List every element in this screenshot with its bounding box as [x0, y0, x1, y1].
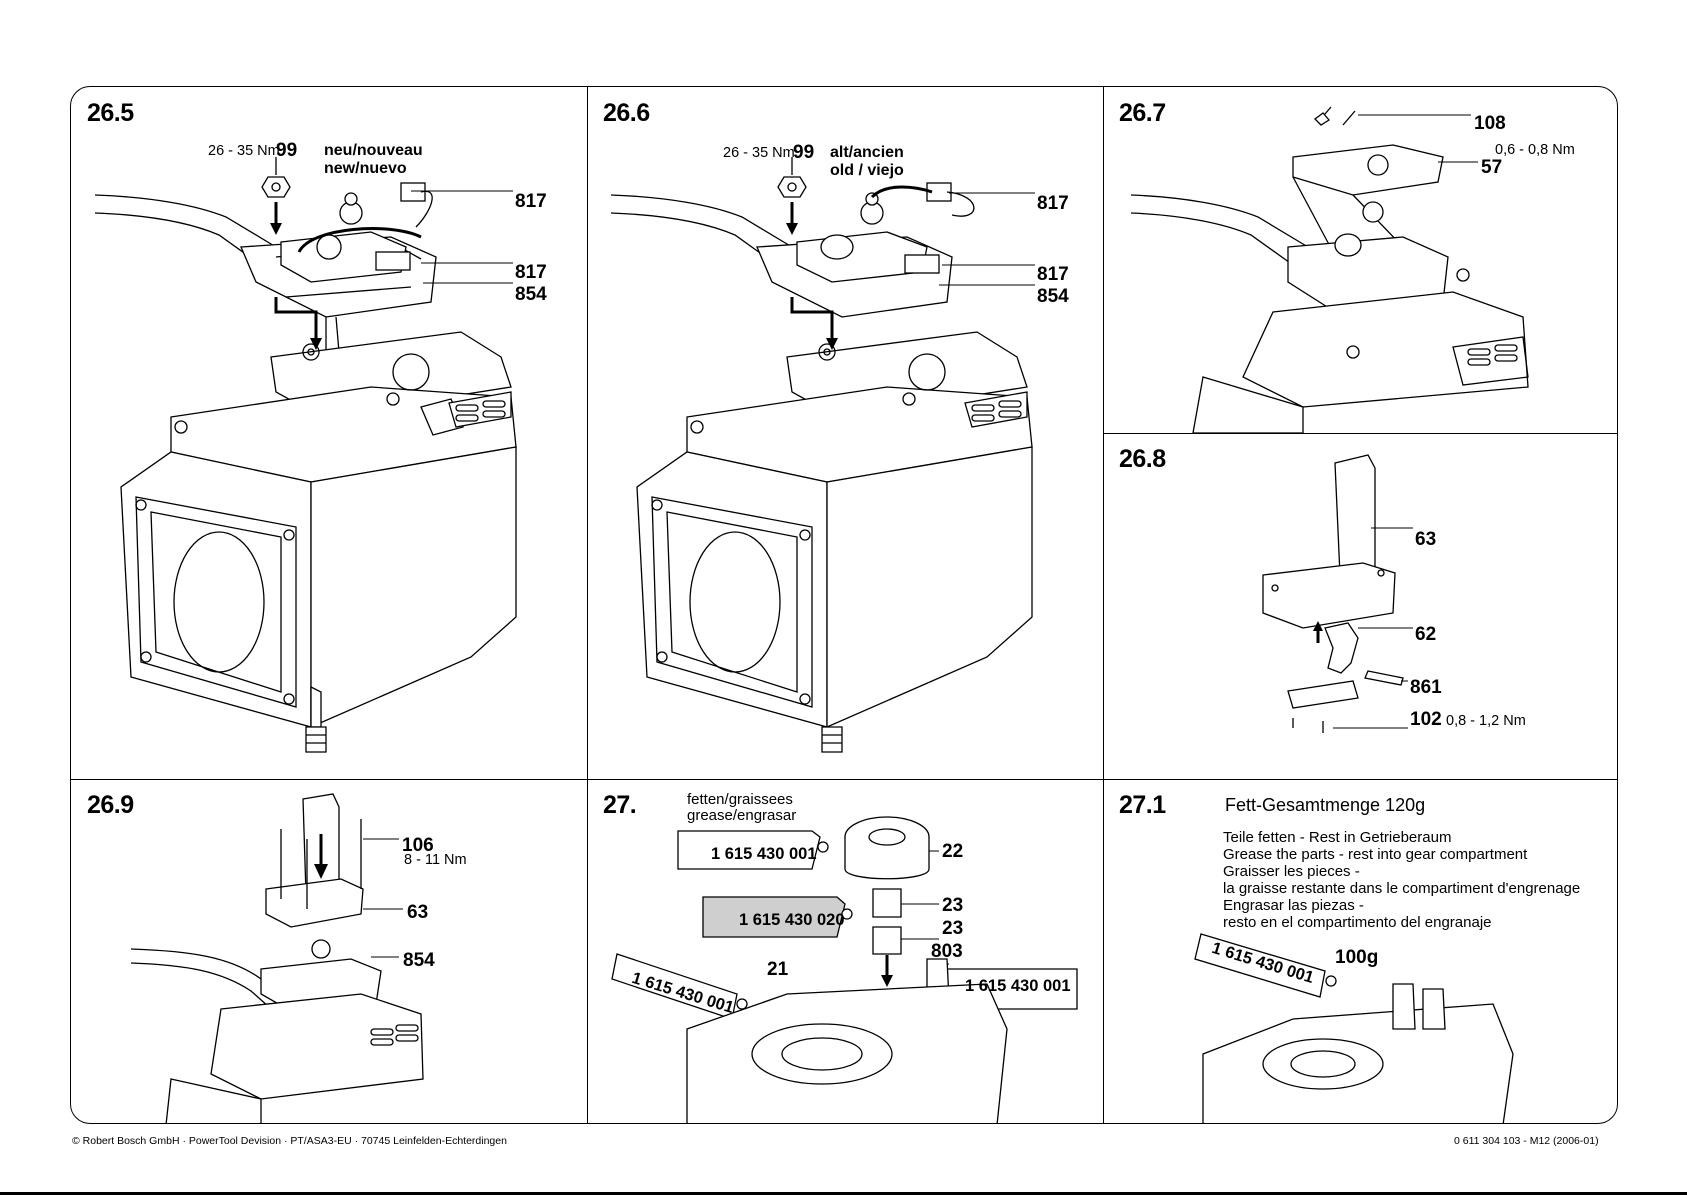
torque-label: 26 - 35 Nm	[723, 145, 795, 161]
torque-label: 0,6 - 0,8 Nm	[1495, 142, 1575, 158]
grease-tube-1-label: 1 615 430 001	[711, 845, 817, 863]
part-number-106: 106	[402, 835, 434, 856]
part-number-102: 102	[1410, 709, 1442, 730]
grease-total-heading: Fett-Gesamtmenge 120g	[1225, 795, 1426, 815]
divider-row	[71, 779, 1617, 780]
instruction-line-6: resto en el compartimento del engranaje	[1223, 914, 1492, 931]
note-old-2: old / viejo	[830, 162, 904, 179]
part-number-21: 21	[767, 959, 789, 980]
cover-assembly-drawing	[1130, 106, 1529, 434]
gear-housing-drawing	[610, 157, 1035, 753]
part-number-63: 63	[407, 902, 429, 923]
lever-assembly-drawing	[1262, 454, 1413, 733]
panel-number: 26.6	[603, 99, 650, 127]
part-number-108: 108	[1474, 113, 1506, 134]
part-number-63: 63	[1415, 529, 1437, 550]
part-number-99: 99	[793, 142, 815, 163]
grease-compartment-drawing	[1194, 933, 1514, 1123]
torque-label: 26 - 35 Nm	[208, 143, 280, 159]
note-old: alt/ancien	[830, 144, 904, 161]
panel-26-5: 26.5 26 - 35 Nm 99 neu/nouveau new/nuevo…	[71, 87, 587, 779]
panel-number: 26.8	[1119, 445, 1166, 473]
part-number-817-a: 817	[515, 191, 547, 212]
part-number-861: 861	[1410, 677, 1442, 698]
part-number-817-b: 817	[515, 262, 547, 283]
part-number-22: 22	[942, 841, 964, 862]
diagram-sheet: 26.5 26 - 35 Nm 99 neu/nouveau new/nuevo…	[70, 86, 1618, 1124]
footer-copyright: © Robert Bosch GmbH · PowerTool Devision…	[72, 1135, 507, 1147]
footer-doc-number: 0 611 304 103 - M12 (2006-01)	[1454, 1135, 1599, 1147]
part-number-803: 803	[931, 941, 963, 962]
torque-label: 8 - 11 Nm	[404, 852, 467, 868]
note-grease-1: fetten/graissees	[687, 791, 793, 808]
note-grease-2: grease/engrasar	[687, 807, 797, 824]
panel-number: 26.5	[87, 99, 134, 127]
grease-tube-3-label: 1 615 430 001	[965, 977, 1071, 995]
note-new-2: new/nuevo	[324, 160, 407, 177]
panel-27: 27. fetten/graissees grease/engrasar 1 6…	[587, 779, 1103, 1123]
bottom-rule	[0, 1192, 1687, 1195]
panel-26-8: 26.8 63 62 861 102 0,8 - 1,2 Nm	[1103, 433, 1617, 779]
torque-label: 0,8 - 1,2 Nm	[1446, 713, 1526, 729]
panel-number: 27.1	[1119, 791, 1166, 819]
grease-tube-2-label: 1 615 430 020	[739, 911, 845, 929]
gear-housing-drawing	[94, 157, 517, 753]
part-number-817-b: 817	[1037, 264, 1069, 285]
part-number-854: 854	[403, 950, 435, 971]
part-number-854: 854	[515, 284, 547, 305]
panel-number: 27.	[603, 791, 637, 819]
note-new: neu/nouveau	[324, 142, 423, 159]
instruction-line-2: Grease the parts - rest into gear compar…	[1223, 846, 1528, 863]
part-number-57: 57	[1481, 157, 1503, 178]
divider-right-upper	[1103, 433, 1617, 434]
part-number-99: 99	[276, 140, 298, 161]
panel-27-1: 27.1 Fett-Gesamtmenge 120g Teile fetten …	[1103, 779, 1617, 1123]
lever-install-drawing	[130, 793, 424, 1123]
grease-gear-drawing	[611, 816, 1078, 1123]
panel-number: 26.9	[87, 791, 134, 819]
part-number-854: 854	[1037, 286, 1069, 307]
divider-col-2	[1103, 87, 1104, 1123]
instruction-line-5: Engrasar las piezas -	[1223, 897, 1364, 914]
grease-amount: 100g	[1335, 947, 1379, 968]
part-number-62: 62	[1415, 624, 1437, 645]
instruction-line-3: Graisser les pieces -	[1223, 863, 1360, 880]
instruction-line-1: Teile fetten - Rest in Getrieberaum	[1223, 829, 1452, 846]
instruction-line-4: la graisse restante dans le compartiment…	[1223, 880, 1581, 897]
panel-26-6: 26.6 26 - 35 Nm 99 alt/ancien old / viej…	[587, 87, 1103, 779]
part-number-817-a: 817	[1037, 193, 1069, 214]
part-number-23-b: 23	[942, 918, 964, 939]
part-number-23-a: 23	[942, 895, 964, 916]
panel-number: 26.7	[1119, 99, 1166, 127]
divider-col-1	[587, 87, 588, 1123]
panel-26-9: 26.9 106 8 - 11 Nm 63 854	[71, 779, 587, 1123]
panel-26-7: 26.7 108 57 0,6 - 0,8 Nm	[1103, 87, 1617, 434]
